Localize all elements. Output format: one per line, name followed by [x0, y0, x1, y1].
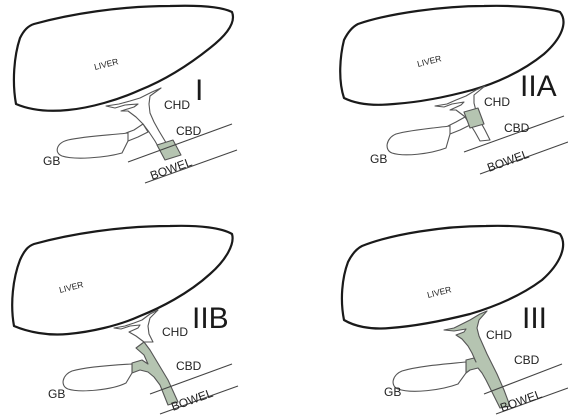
- cbd-label: CBD: [504, 121, 530, 135]
- bowel-label: BOWEL: [498, 387, 544, 415]
- chd-label: CHD: [164, 98, 190, 112]
- panel-type-iii: LIVER III CHD CBD GB BOWEL: [284, 208, 568, 416]
- panel-type-i-drawing: LIVER I CHD CBD GB BOWEL: [0, 0, 284, 208]
- chd-label: CHD: [162, 325, 188, 339]
- gallbladder: [387, 126, 450, 155]
- gb-label: GB: [48, 387, 65, 401]
- type-label: I: [195, 74, 203, 107]
- bowel-label: BOWEL: [485, 147, 531, 175]
- panel-type-i: LIVER I CHD CBD GB BOWEL: [0, 0, 284, 208]
- bowel-label: BOWEL: [169, 386, 215, 414]
- panel-type-iii-drawing: LIVER III CHD CBD GB BOWEL: [284, 208, 568, 416]
- cbd-label: CBD: [176, 359, 202, 373]
- type-label: III: [522, 302, 547, 335]
- panel-type-iia-drawing: LIVER IIA CHD CBD GB BOWEL: [284, 0, 568, 208]
- bowel-label: BOWEL: [148, 155, 194, 183]
- gb-label: GB: [370, 152, 387, 166]
- gallbladder: [63, 364, 132, 391]
- gallbladder: [57, 133, 128, 158]
- injured-segment: [444, 311, 510, 408]
- panel-type-iib-drawing: LIVER IIB CHD CBD GB BOWEL: [0, 208, 284, 416]
- chd-label: CHD: [484, 95, 510, 109]
- gb-label: GB: [384, 385, 401, 399]
- chd-label: CHD: [486, 328, 512, 342]
- injured-segment: [132, 342, 178, 405]
- gb-label: GB: [43, 154, 60, 168]
- type-label: IIA: [520, 70, 557, 103]
- panel-type-iib: LIVER IIB CHD CBD GB BOWEL: [0, 208, 284, 416]
- cystic-duct: [126, 124, 148, 141]
- type-label: IIB: [192, 302, 229, 335]
- panel-type-iia: LIVER IIA CHD CBD GB BOWEL: [284, 0, 568, 208]
- cbd-label: CBD: [514, 353, 540, 367]
- gallbladder: [393, 362, 466, 391]
- cbd-label: CBD: [176, 124, 202, 138]
